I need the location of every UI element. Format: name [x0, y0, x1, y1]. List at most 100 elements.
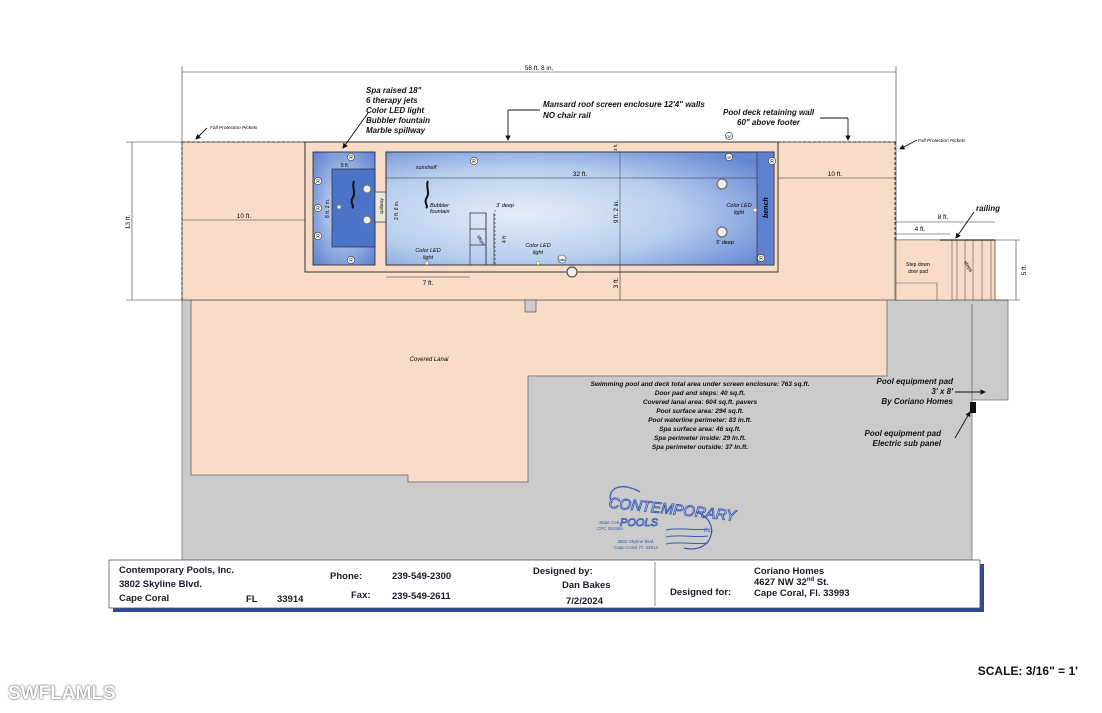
svg-text:R: R	[349, 155, 353, 161]
designed-by-label: Designed by:	[533, 566, 593, 577]
spa-callout-line: Color LED light	[366, 106, 425, 115]
spa-callout-line: 6 therapy jets	[366, 96, 418, 105]
overall-width-dim: 58 ft. 8 in.	[525, 65, 554, 72]
svg-text:Inc.: Inc.	[704, 528, 714, 534]
five-ft-dim: 5 ft.	[1021, 264, 1028, 275]
fall-left-label: Fall Protection Pickets	[210, 125, 258, 131]
company-state: FL	[246, 594, 258, 605]
fall-right-label: Fall Protection Pickets	[918, 138, 966, 144]
svg-text:Cape Coral, Fl. 33914: Cape Coral, Fl. 33914	[614, 545, 659, 550]
three-deep-label: 3' deep	[496, 203, 514, 209]
area-line: Swimming pool and deck total area under …	[590, 381, 810, 388]
company-name: Contemporary Pools, Inc.	[119, 565, 235, 576]
equip-pad-line: 3' x 8'	[931, 387, 953, 396]
steps-label: steps	[476, 234, 486, 246]
phone-number: 239-549-2300	[392, 571, 452, 582]
area-line: Covered lanai area: 604 sq.ft. pavers	[642, 399, 758, 406]
spa-callout-line: Bubbler fountain	[366, 116, 430, 125]
fax-number: 239-549-2611	[392, 591, 451, 602]
client-address-part: 4627 NW 32	[754, 577, 807, 589]
enclosure-line2: NO chair rail	[543, 111, 591, 120]
steps-right-label: steps	[962, 260, 973, 274]
retaining-callout: Pool deck retaining wall 60" above foote…	[723, 108, 814, 128]
svg-text:R: R	[349, 258, 353, 264]
company-zip: 33914	[277, 594, 304, 605]
retaining-line1: Pool deck retaining wall	[723, 108, 815, 117]
equip-electric-line: Electric sub panel	[872, 439, 941, 448]
svg-text:R: R	[316, 206, 320, 212]
equip-electric-line: Pool equipment pad	[864, 429, 941, 438]
spillway-label: spillway	[379, 197, 384, 214]
svg-text:R: R	[472, 159, 476, 165]
three-a-dim: 3 ft.	[613, 143, 618, 151]
spa-callout-line: Marble spillway	[366, 126, 426, 135]
sunshelf-label: sunshelf	[416, 165, 437, 171]
area-line: Spa surface area: 46 sq.ft.	[659, 426, 741, 433]
equip-pad-line: Pool equipment pad	[876, 377, 953, 386]
pool-length-dim: 32 ft.	[573, 171, 588, 178]
height-13-dim: 13 ft.	[125, 215, 132, 230]
pool	[385, 151, 775, 266]
covered-lanai-label: Covered Lanai	[409, 357, 449, 363]
svg-text:R: R	[316, 234, 320, 240]
spa-inner-dim: 2 ft. 6 in.	[394, 201, 400, 220]
spa	[312, 151, 387, 266]
covered-lanai	[190, 299, 888, 483]
svg-text:Vac: Vac	[559, 257, 566, 262]
client-address-sup: nd	[806, 577, 815, 583]
spa-callout: Spa raised 18" 6 therapy jets Color LED …	[366, 86, 430, 136]
watermark: SWFLAMLS	[8, 683, 116, 704]
eight-ft-dim: 8 ft.	[938, 214, 949, 221]
fax-label: Fax:	[351, 590, 371, 601]
equip-pad-line: By Coriano Homes	[881, 397, 953, 406]
svg-text:R: R	[770, 159, 774, 165]
fixtures: R R R R R R R R OF OF Vac	[314, 132, 776, 278]
client-address: 4627 NW 32nd St.	[754, 577, 829, 588]
svg-text:R: R	[759, 256, 763, 262]
svg-text:POOLS: POOLS	[620, 517, 659, 529]
ten-left-dim: 10 ft.	[237, 213, 252, 220]
dimension-lines	[126, 66, 1020, 301]
step-7-dim: 7 ft.	[423, 280, 434, 287]
pool-width-dim: 9 ft. 2 in.	[614, 200, 620, 223]
company-address: 3802 Skyline Blvd.	[119, 579, 202, 590]
cleanout	[524, 299, 537, 313]
scale-label: SCALE: 3/16" = 1'	[977, 664, 1078, 678]
design-date: 7/2/2024	[566, 596, 603, 607]
svg-text:State Cert.: State Cert.	[599, 520, 621, 525]
area-line: Pool surface area: 294 sq.ft.	[656, 408, 744, 415]
area-summary: Swimming pool and deck total area under …	[540, 380, 860, 452]
phone-label: Phone:	[330, 571, 363, 582]
enclosure-line1: Mansard roof screen enclosure 12'4" wall…	[543, 100, 705, 109]
svg-text:R: R	[316, 179, 320, 185]
designed-for-label: Designed for:	[670, 587, 732, 598]
spa-callout-line: Spa raised 18"	[366, 86, 422, 95]
three-b-dim: 3 ft.	[613, 277, 620, 288]
spa-width-dim: 5 ft.	[341, 163, 349, 169]
designer-name: Dan Bakes	[562, 580, 611, 591]
area-line: Door pad and steps: 40 sq.ft.	[654, 390, 746, 397]
company-city: Cape Coral	[119, 593, 170, 604]
equip-electric-callout: Pool equipment pad Electric sub panel	[863, 429, 941, 449]
svg-text:CPC 051594: CPC 051594	[597, 526, 623, 531]
callout-arrows	[195, 109, 986, 439]
area-line: Spa perimeter inside: 29 ln.ft.	[654, 435, 746, 442]
bench-label: bench	[763, 197, 770, 218]
client-city: Cape Coral, Fl. 33993	[754, 588, 850, 599]
equip-pad-marker	[970, 402, 976, 413]
four-ft-dim: 4 ft.	[915, 226, 926, 233]
title-block-frame	[108, 559, 984, 612]
enclosure-callout: Mansard roof screen enclosure 12'4" wall…	[543, 99, 705, 121]
ten-right-dim: 10 ft.	[828, 171, 843, 178]
five-deep-label: 5' deep	[716, 240, 734, 246]
client-address-part: St.	[814, 577, 829, 589]
equip-pad-callout: Pool equipment pad 3' x 8' By Coriano Ho…	[875, 377, 953, 407]
retaining-line2: 60" above footer	[737, 118, 800, 127]
area-line: Spa perimeter outside: 37 ln.ft.	[651, 444, 749, 451]
railing-callout: railing	[976, 204, 1001, 213]
